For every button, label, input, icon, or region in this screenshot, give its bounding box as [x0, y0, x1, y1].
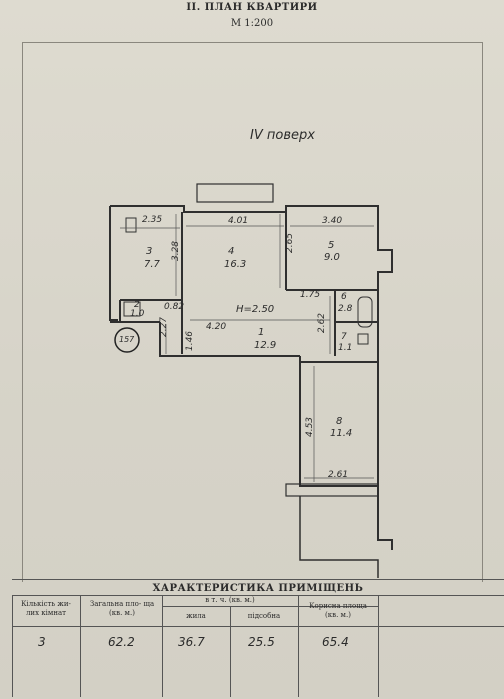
dimension-label: 2.27 — [159, 316, 170, 338]
room-area: 12.9 — [254, 340, 277, 351]
dimension-label: 2.65 — [285, 232, 296, 254]
dimension-label: 2.61 — [328, 470, 349, 480]
room-number: 7 — [341, 332, 347, 342]
room-number: 4 — [228, 246, 235, 257]
dimension-label: 3.28 — [171, 240, 182, 262]
table-title: ХАРАКТЕРИСТИКА ПРИМІЩЕНЬ — [152, 583, 364, 594]
ceiling-height-label: H=2.50 — [236, 304, 275, 315]
room-area: 2.8 — [338, 304, 353, 314]
room-number: 3 — [146, 246, 153, 257]
room-number: 2 — [134, 300, 140, 310]
dimension-label: 2.35 — [142, 215, 163, 225]
table-border — [162, 606, 378, 607]
plan-scale: М 1:200 — [230, 18, 274, 29]
room-area: 11.4 — [330, 428, 353, 439]
dimension-label: 2.62 — [317, 312, 328, 334]
room-area: 1.0 — [130, 309, 145, 319]
table-border — [12, 595, 504, 596]
dimension-label: 4.20 — [206, 322, 227, 332]
col-header-total: Загальна пло- ща (кв. м.) — [89, 600, 155, 617]
table-border — [230, 606, 231, 697]
room-area: 1.1 — [338, 343, 353, 353]
table-border — [80, 595, 81, 697]
room-area: 7.7 — [144, 259, 160, 270]
room-number: 5 — [328, 240, 335, 251]
table-border — [162, 595, 163, 697]
frame-line — [22, 42, 23, 582]
room-area: 16.3 — [224, 259, 247, 270]
dimension-label: 1.75 — [300, 290, 321, 300]
cell-aux-area: 25.5 — [248, 635, 275, 649]
frame-line — [482, 42, 483, 582]
dimension-label: 3.40 — [322, 216, 343, 226]
room-area: 9.0 — [324, 252, 340, 263]
dimension-label: 1.46 — [185, 330, 196, 352]
col-header-useful: Корисна площа (кв. м.) — [309, 602, 367, 619]
table-border — [378, 595, 379, 697]
col-header-group: в т. ч. (кв. м.) — [205, 596, 255, 604]
col-header-rooms: Кількість жи- лих кімнат — [21, 600, 71, 617]
plan-title: II. ПЛАН КВАРТИРИ — [186, 2, 318, 13]
cell-rooms-count: 3 — [38, 635, 46, 649]
dimension-label: 4.53 — [305, 416, 316, 438]
cell-living-area: 36.7 — [178, 635, 205, 649]
table-border — [12, 579, 504, 580]
room-number: 6 — [341, 292, 347, 302]
cell-useful-area: 65.4 — [322, 635, 349, 649]
room-characteristics-table: ХАРАКТЕРИСТИКА ПРИМІЩЕНЬ Кількість жи- л… — [12, 579, 504, 697]
floor-label: IV поверх — [250, 128, 315, 143]
room-number: 1 — [258, 327, 265, 338]
col-header-living: жила — [186, 612, 206, 620]
inventory-stamp: 157 — [119, 335, 135, 344]
frame-line — [22, 42, 482, 43]
col-header-aux: підсобна — [247, 612, 281, 620]
dimension-label: 0.82 — [164, 302, 185, 312]
dimension-label: 4.01 — [228, 216, 249, 226]
table-border — [12, 626, 504, 627]
cell-total-area: 62.2 — [108, 635, 135, 649]
table-border — [12, 595, 13, 697]
room-number: 8 — [336, 416, 343, 427]
table-border — [298, 595, 299, 697]
